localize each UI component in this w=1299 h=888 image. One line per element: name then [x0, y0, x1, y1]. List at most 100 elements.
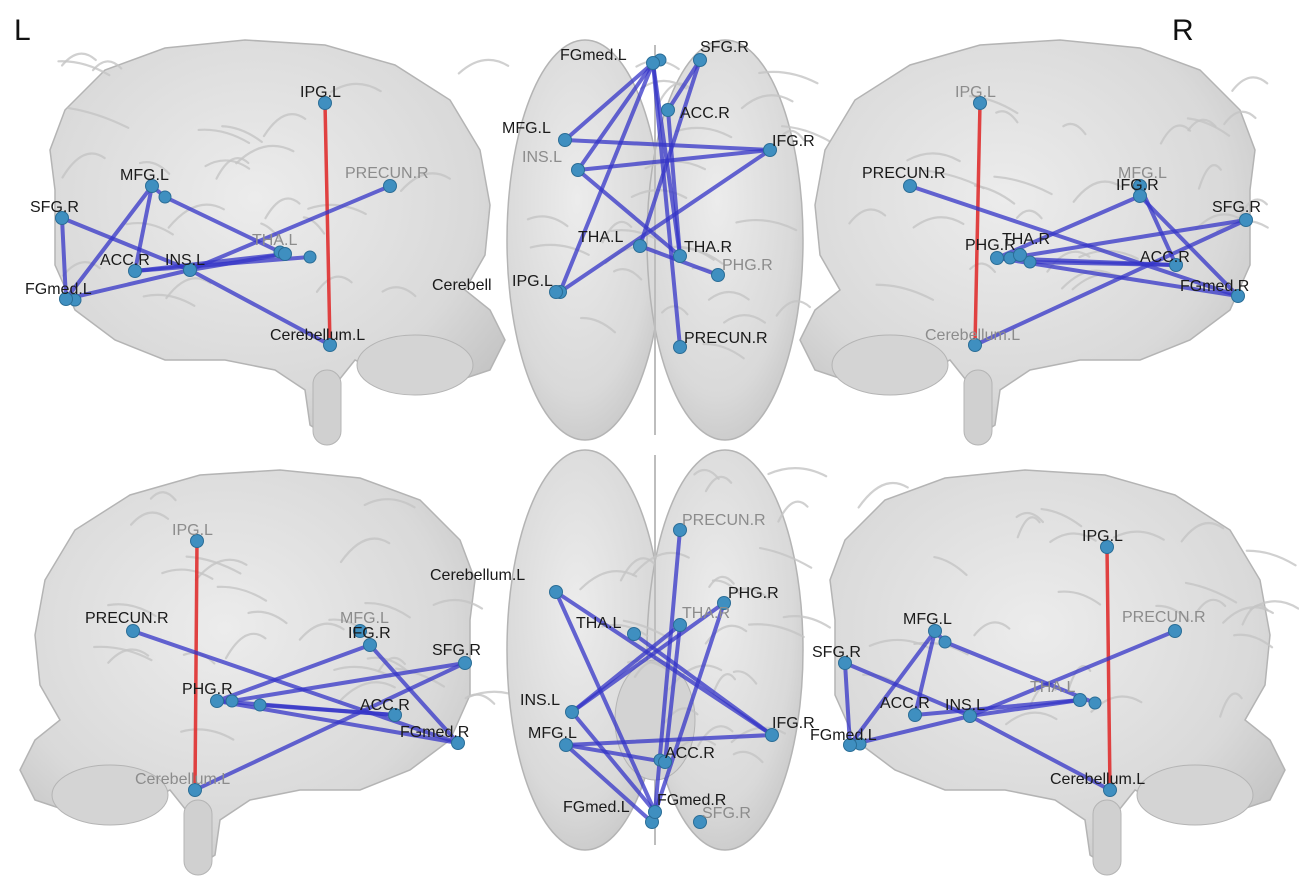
region-node: [59, 292, 73, 306]
region-node: [973, 96, 987, 110]
region-node: [648, 805, 662, 819]
region-node: [128, 264, 142, 278]
region-label: IPG.L: [512, 273, 553, 290]
connection-edge-negative: [188, 268, 332, 347]
brain-gyrus: [1159, 124, 1192, 145]
connection-edge-negative: [163, 195, 282, 254]
region-label: ACC.R: [360, 697, 410, 714]
connection-edge-positive: [193, 539, 199, 792]
connection-edge-negative: [64, 268, 192, 301]
brain-gyrus: [381, 286, 417, 298]
brain-gyrus: [697, 725, 734, 747]
region-label: IFG.R: [348, 625, 391, 642]
brain-gyrus: [1040, 507, 1083, 528]
region-label: MFG.L: [903, 611, 952, 628]
brain-gyrus: [129, 511, 170, 526]
brain-gyrus: [1072, 180, 1122, 203]
brain-gyrus: [622, 619, 674, 642]
brain-gyrus: [93, 645, 153, 662]
region-node: [968, 338, 982, 352]
brain-gyrus: [197, 128, 251, 145]
brain-gyrus: [875, 283, 935, 301]
brain-outline: [829, 469, 1286, 867]
brain-gyrus: [732, 670, 758, 685]
brain-gyrus: [723, 314, 767, 324]
brain-gyrus: [579, 570, 638, 591]
brain-gyrus: [363, 498, 416, 509]
brain-gyrus: [973, 621, 1011, 637]
left-hemisphere-shape: [506, 449, 664, 851]
region-node: [188, 783, 202, 797]
region-node: [765, 728, 779, 742]
region-label: FGmed.R: [1180, 278, 1249, 295]
brain-gyrus: [707, 290, 750, 301]
connection-edge-negative: [215, 643, 372, 703]
brain-gyrus: [747, 623, 805, 639]
region-node: [673, 618, 687, 632]
cerebellum-shape: [1136, 764, 1254, 826]
brain-gyrus: [432, 598, 484, 610]
region-label: FGmed.R: [400, 724, 469, 741]
cerebellum-shape: [51, 764, 169, 826]
region-node: [253, 698, 267, 712]
connection-edge-negative: [60, 216, 192, 272]
brain-gyrus: [995, 110, 1019, 124]
region-node: [353, 624, 367, 638]
region-label: ACC.R: [880, 695, 930, 712]
connection-edge-negative: [558, 148, 772, 294]
region-node: [1103, 783, 1117, 797]
brain-gyrus: [315, 275, 353, 293]
connection-edge-negative: [133, 184, 154, 273]
brain-gyrus: [377, 656, 406, 673]
region-label: INS.L: [945, 697, 985, 714]
brain-gyrus: [1223, 110, 1257, 126]
brain-gyrus: [601, 220, 633, 244]
region-label: IFG.R: [772, 133, 815, 150]
brain-gyrus: [1195, 598, 1227, 614]
connection-edge-negative: [576, 148, 772, 172]
brain-gyrus: [1015, 511, 1044, 524]
region-node: [838, 656, 852, 670]
brain-gyrus: [857, 481, 909, 509]
brain-gyrus: [657, 82, 692, 105]
connection-edge-positive: [973, 101, 982, 347]
connection-edge-negative: [576, 168, 682, 258]
region-node: [633, 239, 647, 253]
region-node: [571, 163, 585, 177]
region-node: [1169, 258, 1183, 272]
brain-gyrus: [1233, 633, 1274, 649]
connection-edge-negative: [570, 710, 657, 814]
brain-gyrus: [775, 300, 812, 317]
region-label: FGmed.L: [810, 727, 877, 744]
brain-gyrus: [1186, 117, 1231, 137]
brain-gyrus: [221, 125, 263, 144]
brain-gyrus: [735, 219, 798, 232]
brain-gyrus: [399, 172, 451, 192]
brain-gyrus: [1187, 118, 1217, 132]
region-label: INS.L: [520, 692, 560, 709]
brain-gyrus: [204, 159, 251, 170]
brain-gyrus: [758, 70, 819, 85]
brain-gyrus: [1049, 532, 1097, 544]
brain-gyrus: [60, 52, 97, 67]
brain-gyrus: [780, 125, 834, 145]
region-label: PRECUN.R: [1122, 609, 1206, 626]
region-label: THA.L: [1030, 679, 1075, 696]
region-node: [843, 738, 857, 752]
brain-gyrus: [247, 610, 288, 625]
brainstem-shape: [183, 799, 213, 876]
brain-gyrus: [364, 602, 411, 619]
brain-gyrus: [264, 197, 301, 220]
connection-edge-negative: [651, 61, 682, 258]
brain-gyrus: [782, 129, 805, 142]
brain-gyrus: [1197, 164, 1222, 190]
region-node: [627, 627, 641, 641]
brain-gyrus: [194, 558, 248, 581]
region-node: [190, 534, 204, 548]
region-node: [225, 694, 239, 708]
connection-edge-positive: [1105, 545, 1112, 792]
brain-gyrus: [1005, 711, 1058, 726]
